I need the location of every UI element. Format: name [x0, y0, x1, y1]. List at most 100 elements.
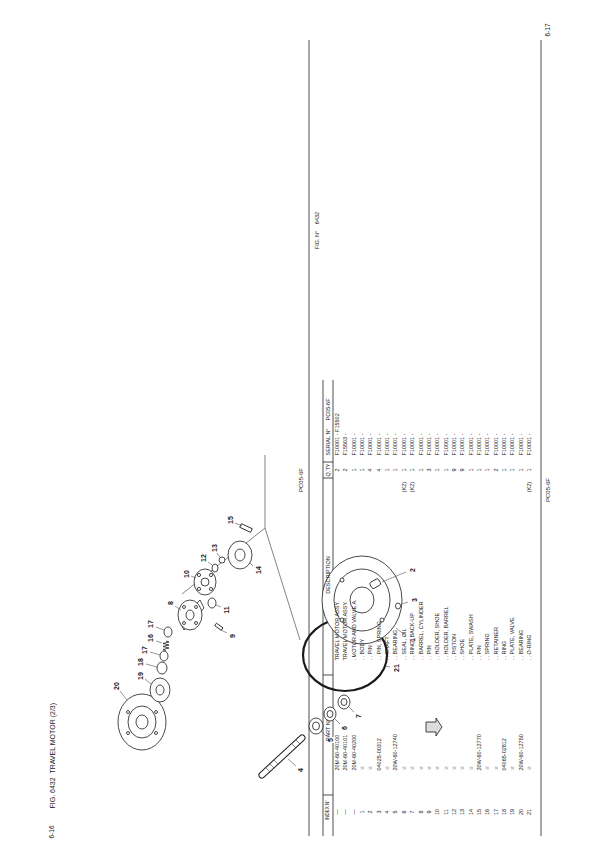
index-cell: 16 [484, 809, 491, 815]
serial-cell: F10001 - [450, 433, 457, 455]
description-cell: . . PIN [425, 645, 432, 660]
part-number-cell: ☆ [417, 765, 424, 770]
description-cell: . . HOLDER, BARREL [442, 606, 449, 660]
serial-cell: F10001 - [475, 433, 482, 455]
callout-number: 18 [136, 657, 145, 667]
quantity-cell: 3 [425, 468, 432, 471]
column-header: SERIAL N° [325, 428, 332, 455]
part-number-cell: ☆ [484, 765, 491, 770]
part-number-cell: ☆ [442, 765, 449, 770]
part-number-cell: 20W-60-12740 [392, 734, 399, 770]
quantity-cell: 1 [359, 468, 366, 471]
serial-cell: F10001 - [509, 433, 516, 455]
part-number-cell: ☆ [434, 765, 441, 770]
part-number-cell: ☆ [409, 765, 416, 770]
part-number-cell: ☆ [492, 765, 499, 770]
column-header: Q.TY [325, 464, 332, 477]
quantity-cell: 9 [450, 468, 457, 471]
callout-number: 14 [254, 565, 263, 575]
part-number-cell: ☆ [425, 765, 432, 770]
part-number-cell: 20M-60-40100 [334, 734, 341, 770]
serial-cell: F10001 - [350, 433, 357, 455]
callout-number: 11 [222, 605, 231, 614]
index-cell: 9 [425, 810, 432, 813]
part-number-cell: 20W-60-12770 [475, 734, 482, 770]
serial-cell: F10001 - [417, 433, 424, 455]
quantity-cell: 1 [350, 468, 357, 471]
callout-number: 10 [182, 569, 191, 579]
serial-cell: F10001 - [492, 433, 499, 455]
part-number-cell: 20M-60-40200 [350, 734, 357, 770]
callout-number: 15 [226, 515, 235, 525]
kit-code: (K2) [409, 482, 416, 492]
quantity-cell: 2 [492, 468, 499, 471]
index-cell: 20 [517, 809, 524, 815]
description-cell: . . PISTON [450, 634, 457, 661]
serial-cell: F10001 - [467, 433, 474, 455]
callout-number: 9 [228, 633, 237, 639]
serial-cell: F10001 - [409, 433, 416, 455]
description-cell: . . PIN [367, 645, 374, 660]
index-cell: 7 [409, 810, 416, 813]
callout-number: 17 [146, 619, 155, 629]
serial-cell: F10001 - [359, 433, 366, 455]
quantity-cell: 1 [509, 468, 516, 471]
serial-cell: F10001 - [459, 433, 466, 455]
kit-code: (K2) [526, 482, 533, 492]
index-cell: — [350, 809, 357, 815]
kit-code: (K2) [400, 482, 407, 492]
index-cell: 8 [417, 810, 424, 813]
quantity-cell: 1 [434, 468, 441, 471]
description-cell: . . SEAL, OIL [400, 628, 407, 660]
description-cell: . . RING, BACK-UP [409, 613, 416, 660]
index-cell: 11 [442, 809, 449, 815]
part-number-cell: 20M-60-40101 [342, 734, 349, 770]
index-cell: 6 [400, 810, 407, 813]
model-code: PC05-6F [297, 468, 305, 492]
callout-number: 8 [166, 600, 175, 606]
part-number-cell: ☆ [359, 765, 366, 770]
callout-number: 12 [199, 553, 208, 563]
serial-cell: F15503 - [342, 433, 349, 455]
index-cell: — [334, 809, 341, 815]
description-cell: . . RING [501, 640, 508, 660]
quantity-cell: 4 [367, 468, 374, 471]
quantity-cell: 1 [409, 468, 416, 471]
part-number-cell: 20W-60-12750 [517, 734, 524, 770]
index-cell: 4 [384, 810, 391, 813]
index-cell: 19 [509, 809, 516, 815]
serial-cell: F10001 - [400, 433, 407, 455]
quantity-cell: 1 [384, 468, 391, 471]
index-cell: 3 [375, 810, 382, 813]
callout-number: 2 [408, 567, 417, 573]
quantity-cell: 2 [334, 468, 341, 471]
description-cell: . . O-RING [526, 634, 533, 660]
part-number-cell: ☆ [367, 765, 374, 770]
description-cell: . . BEARING [392, 629, 399, 660]
column-header: DESCRIPTION [325, 556, 332, 594]
callout-number: 21 [392, 663, 401, 673]
serial-cell: F10001 - [434, 433, 441, 455]
callout-number: 20 [112, 681, 121, 691]
index-cell: 18 [501, 809, 508, 815]
model-code: PC05-6F [544, 478, 552, 502]
serial-cell: F10001 - [442, 433, 449, 455]
quantity-cell: 1 [475, 468, 482, 471]
quantity-cell: 1 [501, 468, 508, 471]
leader-lines [120, 523, 408, 766]
part-number-cell: ☆ [467, 765, 474, 770]
quantity-cell: 4 [375, 468, 382, 471]
index-cell: 21 [526, 809, 533, 815]
page-number: 6-16 [48, 825, 56, 838]
index-cell: 13 [459, 809, 466, 815]
index-cell: 10 [434, 809, 441, 815]
fig-number: 6432 [314, 212, 321, 224]
index-cell: 14 [467, 809, 474, 815]
callout-number: 16 [146, 633, 155, 643]
description-cell: . . PIN, SPRING [375, 621, 382, 660]
quantity-cell: 1 [517, 468, 524, 471]
serial-cell: F10001 - [384, 433, 391, 455]
callout-number: 7 [354, 713, 363, 719]
part-number-cell: ☆ [509, 765, 516, 770]
description-cell: . . PLATE, SWASH [467, 614, 474, 660]
